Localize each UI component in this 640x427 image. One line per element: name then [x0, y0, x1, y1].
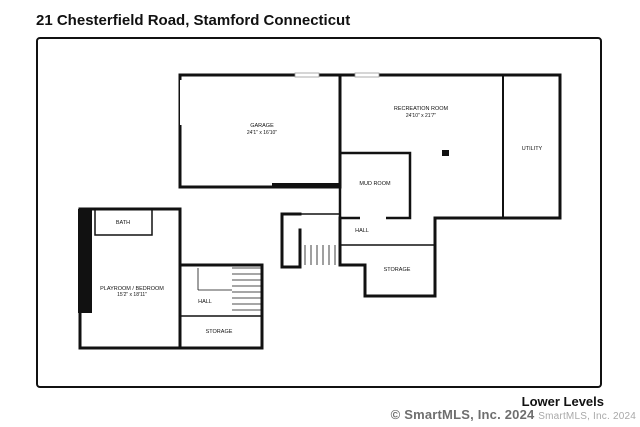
hall-left-walls [178, 263, 264, 350]
garage-thick-wall [272, 183, 340, 188]
watermark-text: © SmartMLS, Inc. 2024 [390, 407, 535, 422]
rec-room-post [442, 150, 449, 156]
recreation-room-dimensions: 24'10" x 21'7" [406, 113, 436, 119]
recreation-walls [338, 73, 562, 220]
storage-right-walls [338, 216, 437, 298]
level-label: Lower Levels [521, 394, 604, 409]
hall-left-label: HALL [198, 299, 212, 305]
garage-label: GARAGE [250, 123, 274, 129]
mud-room-label: MUD ROOM [359, 181, 391, 187]
copyright-watermark: © SmartMLS, Inc. 2024 SmartMLS, Inc. 202… [391, 407, 636, 422]
mud-room-walls [338, 151, 412, 220]
floorplan-frame [36, 37, 602, 388]
utility-label: UTILITY [522, 146, 543, 152]
garage-dimensions: 24'1" x 16'10" [247, 130, 277, 136]
playroom-label: PLAYROOM / BEDROOM [100, 286, 164, 292]
watermark-ghost-text: SmartMLS, Inc. 2024 [538, 411, 636, 422]
bath-label: BATH [116, 220, 130, 226]
storage-right-label: STORAGE [384, 267, 411, 273]
hall-right-walls [280, 212, 302, 269]
storage-left-label: STORAGE [206, 329, 233, 335]
hall-right-inner [299, 213, 436, 246]
playroom-dimensions: 15'2" x 18'11" [117, 292, 147, 298]
bath-walls [94, 208, 153, 236]
property-address: 21 Chesterfield Road, Stamford Connectic… [36, 12, 351, 29]
playroom-thick-wall [78, 209, 92, 313]
recreation-room-label: RECREATION ROOM [394, 106, 449, 112]
hall-right-label: HALL [355, 228, 369, 234]
